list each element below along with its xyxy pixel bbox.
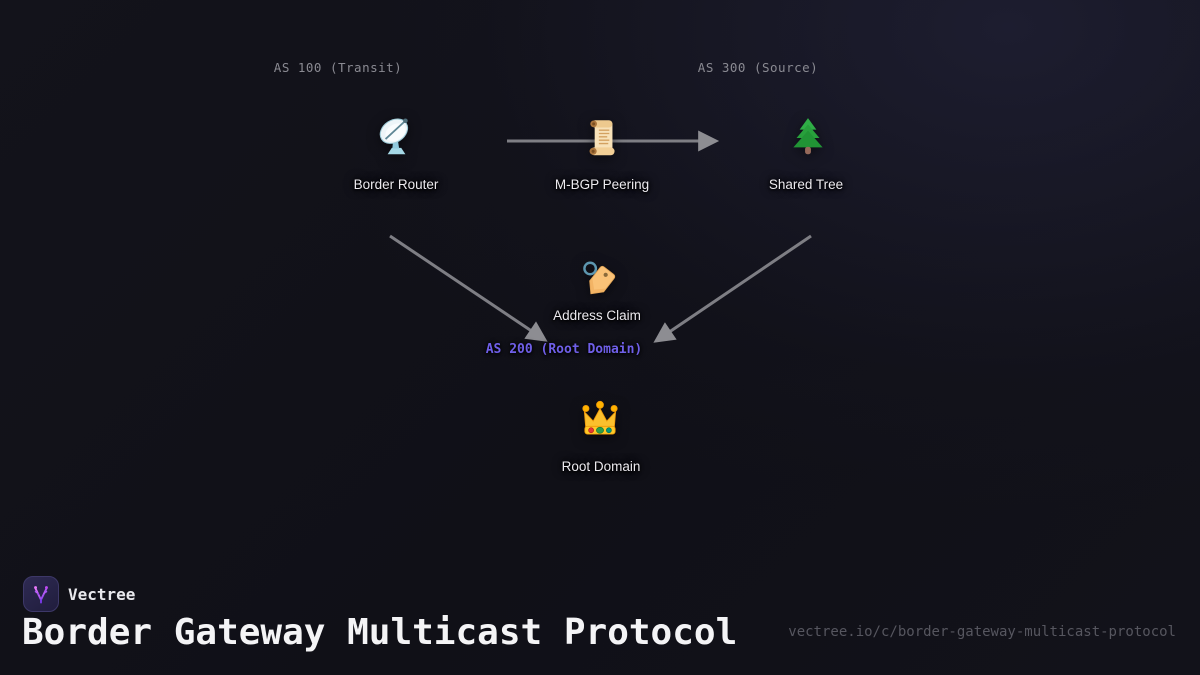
arrow-shared-tree-to-root [653,234,812,343]
as-200-root-domain-label: AS 200 (Root Domain) [485,342,643,357]
root-domain-label: Root Domain [561,459,641,474]
page-url: vectree.io/c/border-gateway-multicast-pr… [788,624,1176,640]
crown-icon [577,397,623,443]
tag-icon [575,257,621,303]
vectree-logo-glyph [34,586,48,604]
vectree-logo [23,576,59,612]
shared-tree-label: Shared Tree [768,177,844,192]
border-router-label: Border Router [353,177,439,192]
satellite-dish-icon [373,115,419,161]
scroll-icon [579,115,625,161]
as-300-source-label: AS 300 (Source) [697,60,819,75]
arrow-border-router-to-root [389,234,548,342]
evergreen-tree-icon [785,115,831,161]
page-title: Border Gateway Multicast Protocol [22,612,738,653]
mbgp-peering-label: M-BGP Peering [554,177,650,192]
as-100-transit-label: AS 100 (Transit) [273,60,403,75]
brand-name: Vectree [68,585,136,604]
address-claim-label: Address Claim [553,308,641,323]
